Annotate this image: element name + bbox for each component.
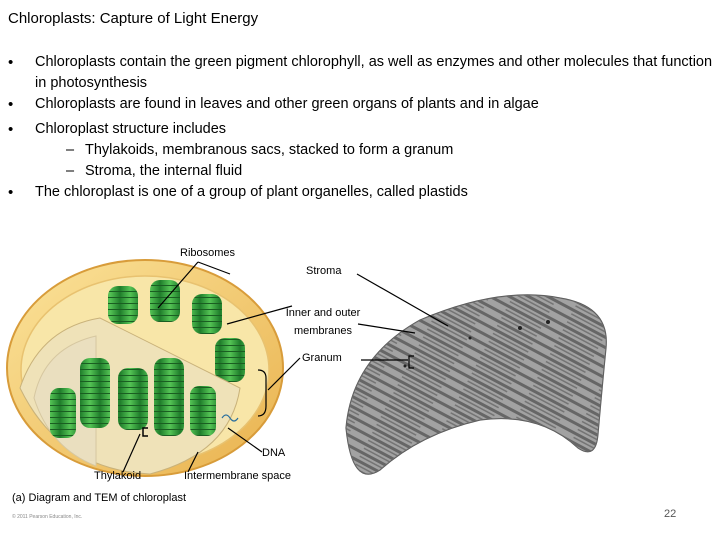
label-ribosomes: Ribosomes: [180, 247, 236, 259]
sub-bullet-text: Stroma, the internal fluid: [85, 163, 243, 179]
dash-glyph: –: [66, 163, 75, 179]
granum-stack: [108, 286, 138, 324]
bullet-glyph: •: [8, 184, 14, 201]
label-granum: Granum: [302, 352, 342, 364]
label-dna: DNA: [262, 447, 286, 459]
dash-glyph: –: [66, 142, 75, 158]
page-number: 22: [664, 508, 677, 520]
granum-stack: [190, 386, 216, 436]
bullet-item: • Chloroplasts are found in leaves and o…: [8, 94, 714, 115]
bullet-item: • The chloroplast is one of a group of p…: [8, 182, 714, 203]
tem-micrograph: [345, 294, 607, 475]
bullet-item: • Chloroplasts contain the green pigment…: [8, 52, 714, 94]
granum-bracket: [257, 369, 267, 417]
granum-stack: [118, 368, 148, 430]
chloroplast-illustration: [6, 259, 607, 477]
thylakoid-bracket: [142, 427, 148, 437]
sub-bullet-text: Thylakoids, membranous sacs, stacked to …: [85, 142, 454, 158]
slide-title: Chloroplasts: Capture of Light Energy: [8, 10, 259, 27]
granum-stack: [50, 388, 76, 438]
chloroplast-diagram: [6, 259, 284, 477]
leader-lines: [122, 261, 449, 473]
label-intermembrane-space: Intermembrane space: [184, 470, 291, 482]
sub-bullet-item: – Stroma, the internal fluid: [8, 161, 714, 182]
bullet-glyph: •: [8, 54, 14, 71]
granum-stack: [154, 358, 184, 436]
chloroplast-figure: Ribosomes Stroma Inner and outer membran…: [0, 238, 720, 540]
tem-granum-bracket: [408, 355, 414, 369]
granum-stack: [150, 280, 180, 322]
granum-stack: [215, 338, 245, 382]
copyright-notice: © 2011 Pearson Education, Inc.: [12, 514, 83, 520]
granum-stack: [80, 358, 110, 428]
bullet-text: Chloroplasts are found in leaves and oth…: [35, 96, 539, 112]
sub-bullet-item: – Thylakoids, membranous sacs, stacked t…: [8, 140, 714, 161]
figure-caption: (a) Diagram and TEM of chloroplast: [12, 492, 187, 504]
dna-strand: [221, 414, 239, 422]
bullet-glyph: •: [8, 96, 14, 113]
bullet-text: Chloroplast structure includes: [35, 121, 227, 137]
bullet-text: Chloroplasts contain the green pigment c…: [35, 54, 713, 91]
label-stroma: Stroma: [306, 265, 342, 277]
bullet-text: The chloroplast is one of a group of pla…: [35, 184, 468, 200]
granum-stack: [192, 294, 222, 334]
label-membranes: Inner and outer membranes: [285, 307, 361, 337]
label-thylakoid: Thylakoid: [94, 470, 142, 482]
bullet-glyph: •: [8, 121, 14, 138]
bullet-item: • Chloroplast structure includes: [8, 119, 714, 140]
bullet-list: • Chloroplasts contain the green pigment…: [8, 52, 714, 203]
